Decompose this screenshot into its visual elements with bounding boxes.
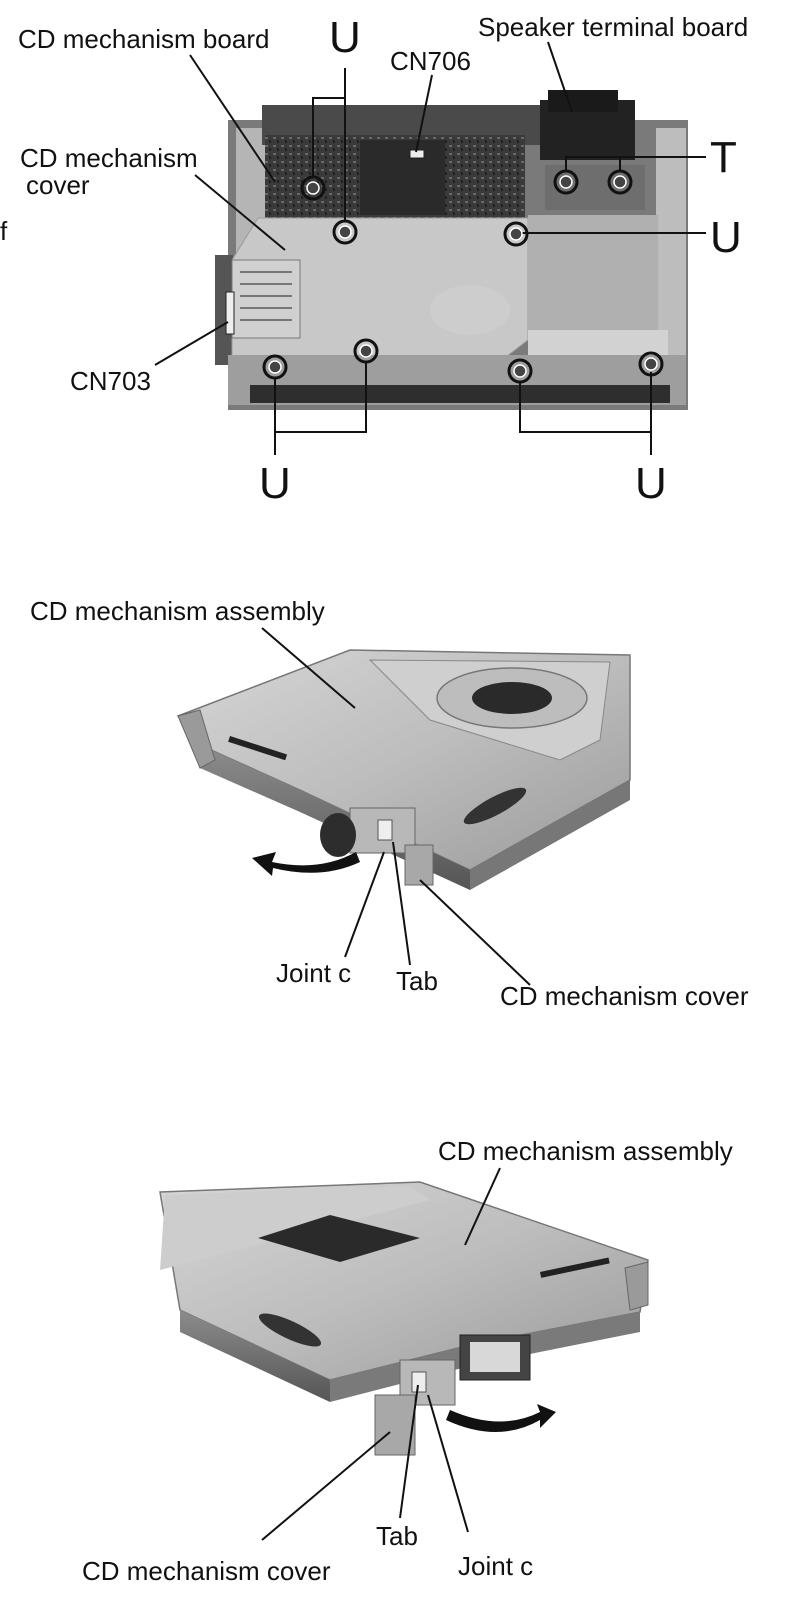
figure-3-cover-removal-right: CD mechanism assembly CD mechanism cover… xyxy=(82,1136,733,1586)
screw-u-5 xyxy=(353,338,379,364)
rotate-arrow-right-icon xyxy=(446,1404,556,1432)
label-cd-mechanism-cover-line1: CD mechanism xyxy=(20,143,198,173)
screw-u-4 xyxy=(262,354,288,380)
label-joint-c-2: Joint c xyxy=(276,958,351,988)
label-cd-mechanism-assembly-3: CD mechanism assembly xyxy=(438,1136,733,1166)
cd-mechanism-photo-2 xyxy=(176,649,631,890)
figure-3-leader-lines xyxy=(261,1167,501,1541)
screw-u-3 xyxy=(503,221,529,247)
label-cd-mechanism-cover-2: CD mechanism cover xyxy=(500,981,749,1011)
screw-u-6 xyxy=(507,358,533,384)
label-screw-u-bottom-right: U xyxy=(635,459,667,508)
figure-3-labels: CD mechanism assembly CD mechanism cover… xyxy=(82,1136,733,1586)
rotate-arrow-left-icon xyxy=(252,852,360,876)
label-cn703: CN703 xyxy=(70,366,151,396)
label-screw-u-bottom-left: U xyxy=(259,459,291,508)
label-cropped-fragment: f xyxy=(0,216,8,246)
label-tab-2: Tab xyxy=(396,966,438,996)
label-cn706: CN706 xyxy=(390,46,471,76)
figure-1-screws xyxy=(262,169,664,384)
label-cd-mechanism-board: CD mechanism board xyxy=(18,24,269,54)
screw-u-2 xyxy=(332,219,358,245)
label-screw-u-right: U xyxy=(710,213,742,262)
label-tab-3: Tab xyxy=(376,1521,418,1551)
figure-1-leader-lines xyxy=(154,41,706,455)
label-speaker-terminal-board: Speaker terminal board xyxy=(478,12,748,42)
figure-2-cover-removal-left: CD mechanism assembly Joint c Tab CD mec… xyxy=(30,596,749,1011)
label-joint-c-3: Joint c xyxy=(458,1551,533,1581)
label-cd-mechanism-cover-line2: cover xyxy=(26,170,90,200)
cd-mechanism-photo-3 xyxy=(159,1181,649,1456)
figure-2-labels: CD mechanism assembly Joint c Tab CD mec… xyxy=(30,596,749,1011)
screw-u-7 xyxy=(638,351,664,377)
screw-u-1 xyxy=(300,175,326,201)
figure-2-leader-lines xyxy=(261,627,531,986)
label-screw-u-top: U xyxy=(329,13,361,62)
label-cd-mechanism-assembly-2: CD mechanism assembly xyxy=(30,596,325,626)
figure-1-labels: CD mechanism board CD mechanism cover CN… xyxy=(0,12,748,508)
screw-t-2 xyxy=(607,169,633,195)
chassis-photo xyxy=(215,90,688,410)
label-screw-t: T xyxy=(710,133,737,182)
screw-t-1 xyxy=(553,169,579,195)
figure-1-top-view: CD mechanism board CD mechanism cover CN… xyxy=(0,12,748,508)
label-cd-mechanism-cover-3: CD mechanism cover xyxy=(82,1556,331,1586)
